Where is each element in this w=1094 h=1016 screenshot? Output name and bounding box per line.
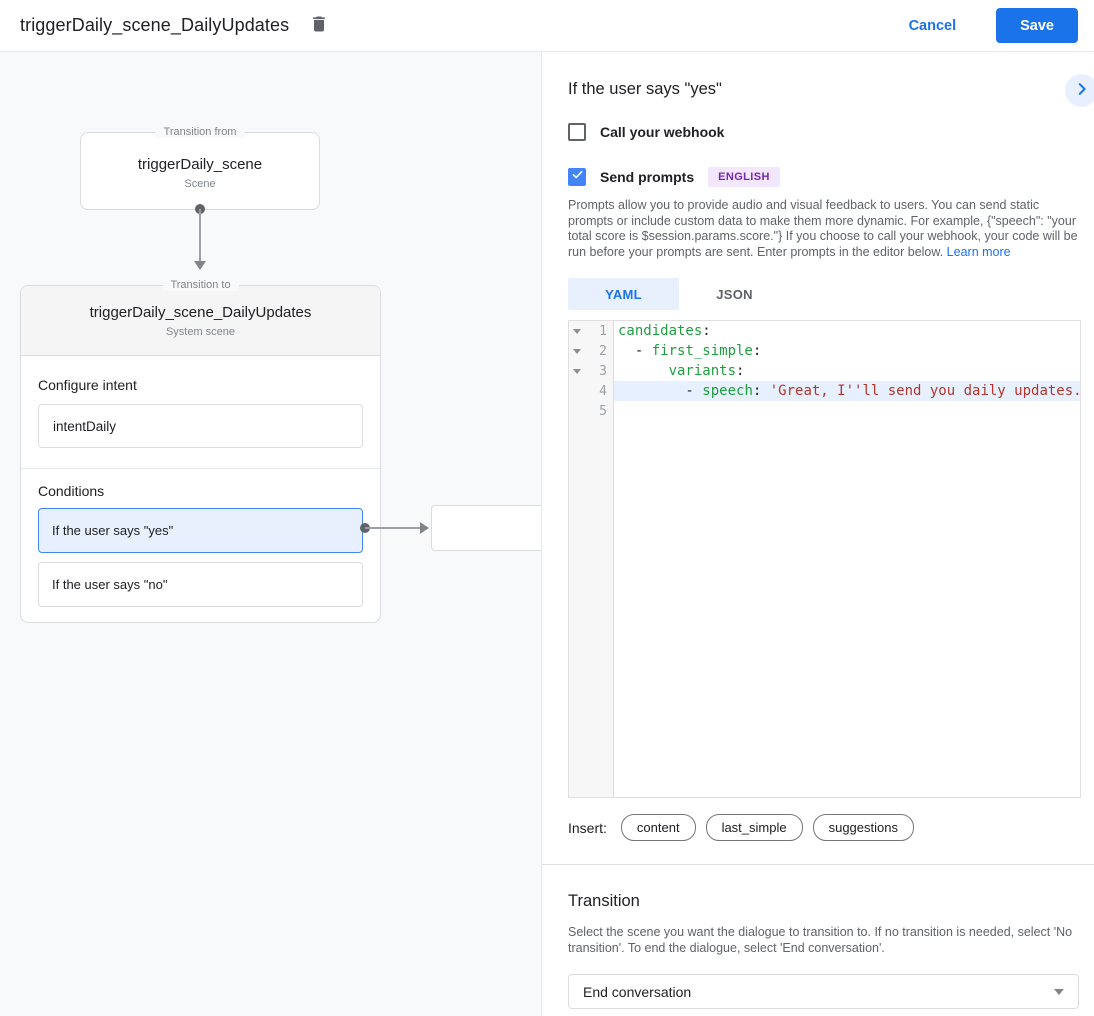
tab-yaml[interactable]: YAML	[568, 278, 679, 310]
code-line-3: variants:	[614, 361, 1080, 381]
line-number: 4	[599, 383, 607, 399]
code-token: variants	[668, 363, 737, 379]
condition-item-no[interactable]: If the user says "no"	[38, 562, 363, 607]
code-token: -	[618, 383, 703, 399]
code-token: first_simple	[651, 343, 753, 359]
transition-select-value: End conversation	[583, 983, 692, 1000]
code-token: candidates	[618, 323, 703, 339]
fold-toggle[interactable]	[569, 368, 584, 374]
webhook-checkbox-label: Call your webhook	[600, 124, 725, 140]
from-scene-name: triggerDaily_scene	[137, 156, 263, 173]
connector-line-vertical	[199, 209, 201, 261]
code-token: :	[752, 343, 762, 359]
send-prompts-checkbox-label: Send prompts	[600, 169, 695, 185]
conditions-label: Conditions	[38, 483, 105, 499]
to-scene-type: System scene	[165, 325, 236, 338]
delete-scene-button[interactable]	[305, 12, 333, 40]
transition-to-legend: Transition to	[162, 279, 239, 291]
trash-icon	[309, 14, 329, 37]
fold-arrow-icon	[572, 328, 581, 334]
condition-target-node[interactable]	[431, 505, 541, 551]
configure-intent-section: Configure intent intentDaily	[21, 356, 380, 468]
code-token: :	[702, 323, 711, 339]
editor-code-area[interactable]: candidates: - first_simple: variants: - …	[614, 321, 1080, 797]
editor-format-tabs: YAML JSON	[568, 278, 1078, 310]
checkmark-icon	[571, 168, 584, 186]
fold-toggle[interactable]	[569, 328, 584, 334]
scene-diagram-canvas: Transition from triggerDaily_scene Scene…	[0, 52, 541, 1016]
to-scene-name: triggerDaily_scene_DailyUpdates	[89, 303, 312, 321]
fold-arrow-icon	[572, 348, 581, 354]
chevron-right-icon	[1073, 80, 1091, 101]
intent-field[interactable]: intentDaily	[38, 404, 363, 448]
cancel-button[interactable]: Cancel	[893, 10, 973, 42]
gutter-row: 5	[569, 401, 613, 421]
insert-label: Insert:	[568, 819, 607, 836]
page-title: triggerDaily_scene_DailyUpdates	[20, 15, 290, 35]
code-token	[618, 363, 669, 379]
dropdown-caret-icon	[1054, 988, 1064, 995]
top-bar: triggerDaily_scene_DailyUpdates Cancel S…	[0, 0, 1094, 52]
condition-detail-title: If the user says "yes"	[568, 80, 722, 98]
insert-row: Insert: content last_simple suggestions	[568, 814, 1078, 841]
webhook-checkbox-row: Call your webhook	[568, 123, 1078, 141]
language-badge: ENGLISH	[708, 167, 780, 187]
code-line-4-highlighted: - speech: 'Great, I''ll send you daily u…	[614, 381, 1080, 401]
prompts-description-text: Prompts allow you to provide audio and v…	[568, 198, 1078, 259]
code-line-5	[614, 401, 1080, 421]
gutter-row: 1	[569, 321, 613, 341]
tab-json[interactable]: JSON	[716, 286, 753, 302]
conditions-section: Conditions If the user says "yes" If the…	[21, 468, 380, 607]
transition-to-node[interactable]: Transition to triggerDaily_scene_DailyUp…	[20, 279, 381, 623]
from-scene-type: Scene	[184, 178, 216, 190]
transition-description: Select the scene you want the dialogue t…	[568, 925, 1073, 955]
fold-toggle[interactable]	[569, 348, 584, 354]
editor-gutter: 1 2 3 4 5	[569, 321, 614, 797]
transition-from-node[interactable]: Transition from triggerDaily_scene Scene	[80, 126, 320, 210]
code-token: :	[752, 383, 770, 399]
collapse-panel-button[interactable]	[1065, 74, 1094, 107]
transition-from-legend: Transition from	[155, 126, 245, 138]
learn-more-link[interactable]: Learn more	[946, 244, 1011, 259]
code-token: 'Great, I''ll send you daily updates.	[769, 383, 1080, 399]
configure-intent-label: Configure intent	[38, 377, 137, 393]
insert-chip-suggestions[interactable]: suggestions	[812, 814, 914, 841]
to-scene-header: triggerDaily_scene_DailyUpdates System s…	[21, 286, 380, 356]
transition-section: Transition Select the scene you want the…	[542, 865, 1094, 1016]
transition-select[interactable]: End conversation	[568, 974, 1079, 1009]
condition-item-yes[interactable]: If the user says "yes"	[38, 508, 363, 553]
transition-heading: Transition	[568, 892, 640, 910]
code-line-2: - first_simple:	[614, 341, 1080, 361]
send-prompts-checkbox-row: Send prompts ENGLISH	[568, 167, 1078, 187]
save-button[interactable]: Save	[996, 8, 1078, 43]
send-prompts-checkbox[interactable]	[568, 168, 586, 186]
line-number: 3	[599, 363, 607, 379]
code-line-1: candidates:	[614, 321, 1080, 341]
fold-arrow-icon	[572, 368, 581, 374]
condition-detail-panel: If the user says "yes" Call your webhook	[541, 52, 1094, 1016]
connector-line-horizontal	[365, 527, 420, 529]
prompt-code-editor[interactable]: 1 2 3 4 5	[568, 320, 1081, 798]
webhook-checkbox[interactable]	[568, 123, 586, 141]
code-token: speech	[702, 383, 753, 399]
code-token: :	[736, 363, 745, 379]
prompts-description: Prompts allow you to provide audio and v…	[568, 198, 1078, 260]
gutter-row: 2	[569, 341, 613, 361]
line-number: 5	[599, 403, 607, 419]
line-number: 2	[599, 343, 607, 359]
gutter-row: 4	[569, 381, 613, 401]
insert-chip-last-simple[interactable]: last_simple	[705, 814, 803, 841]
prompts-section: If the user says "yes" Call your webhook	[542, 52, 1094, 865]
gutter-row: 3	[569, 361, 613, 381]
arrow-down-icon	[194, 261, 206, 270]
line-number: 1	[599, 323, 607, 339]
insert-chip-content[interactable]: content	[620, 814, 696, 841]
code-token: -	[618, 343, 652, 359]
arrow-right-icon	[420, 522, 429, 534]
